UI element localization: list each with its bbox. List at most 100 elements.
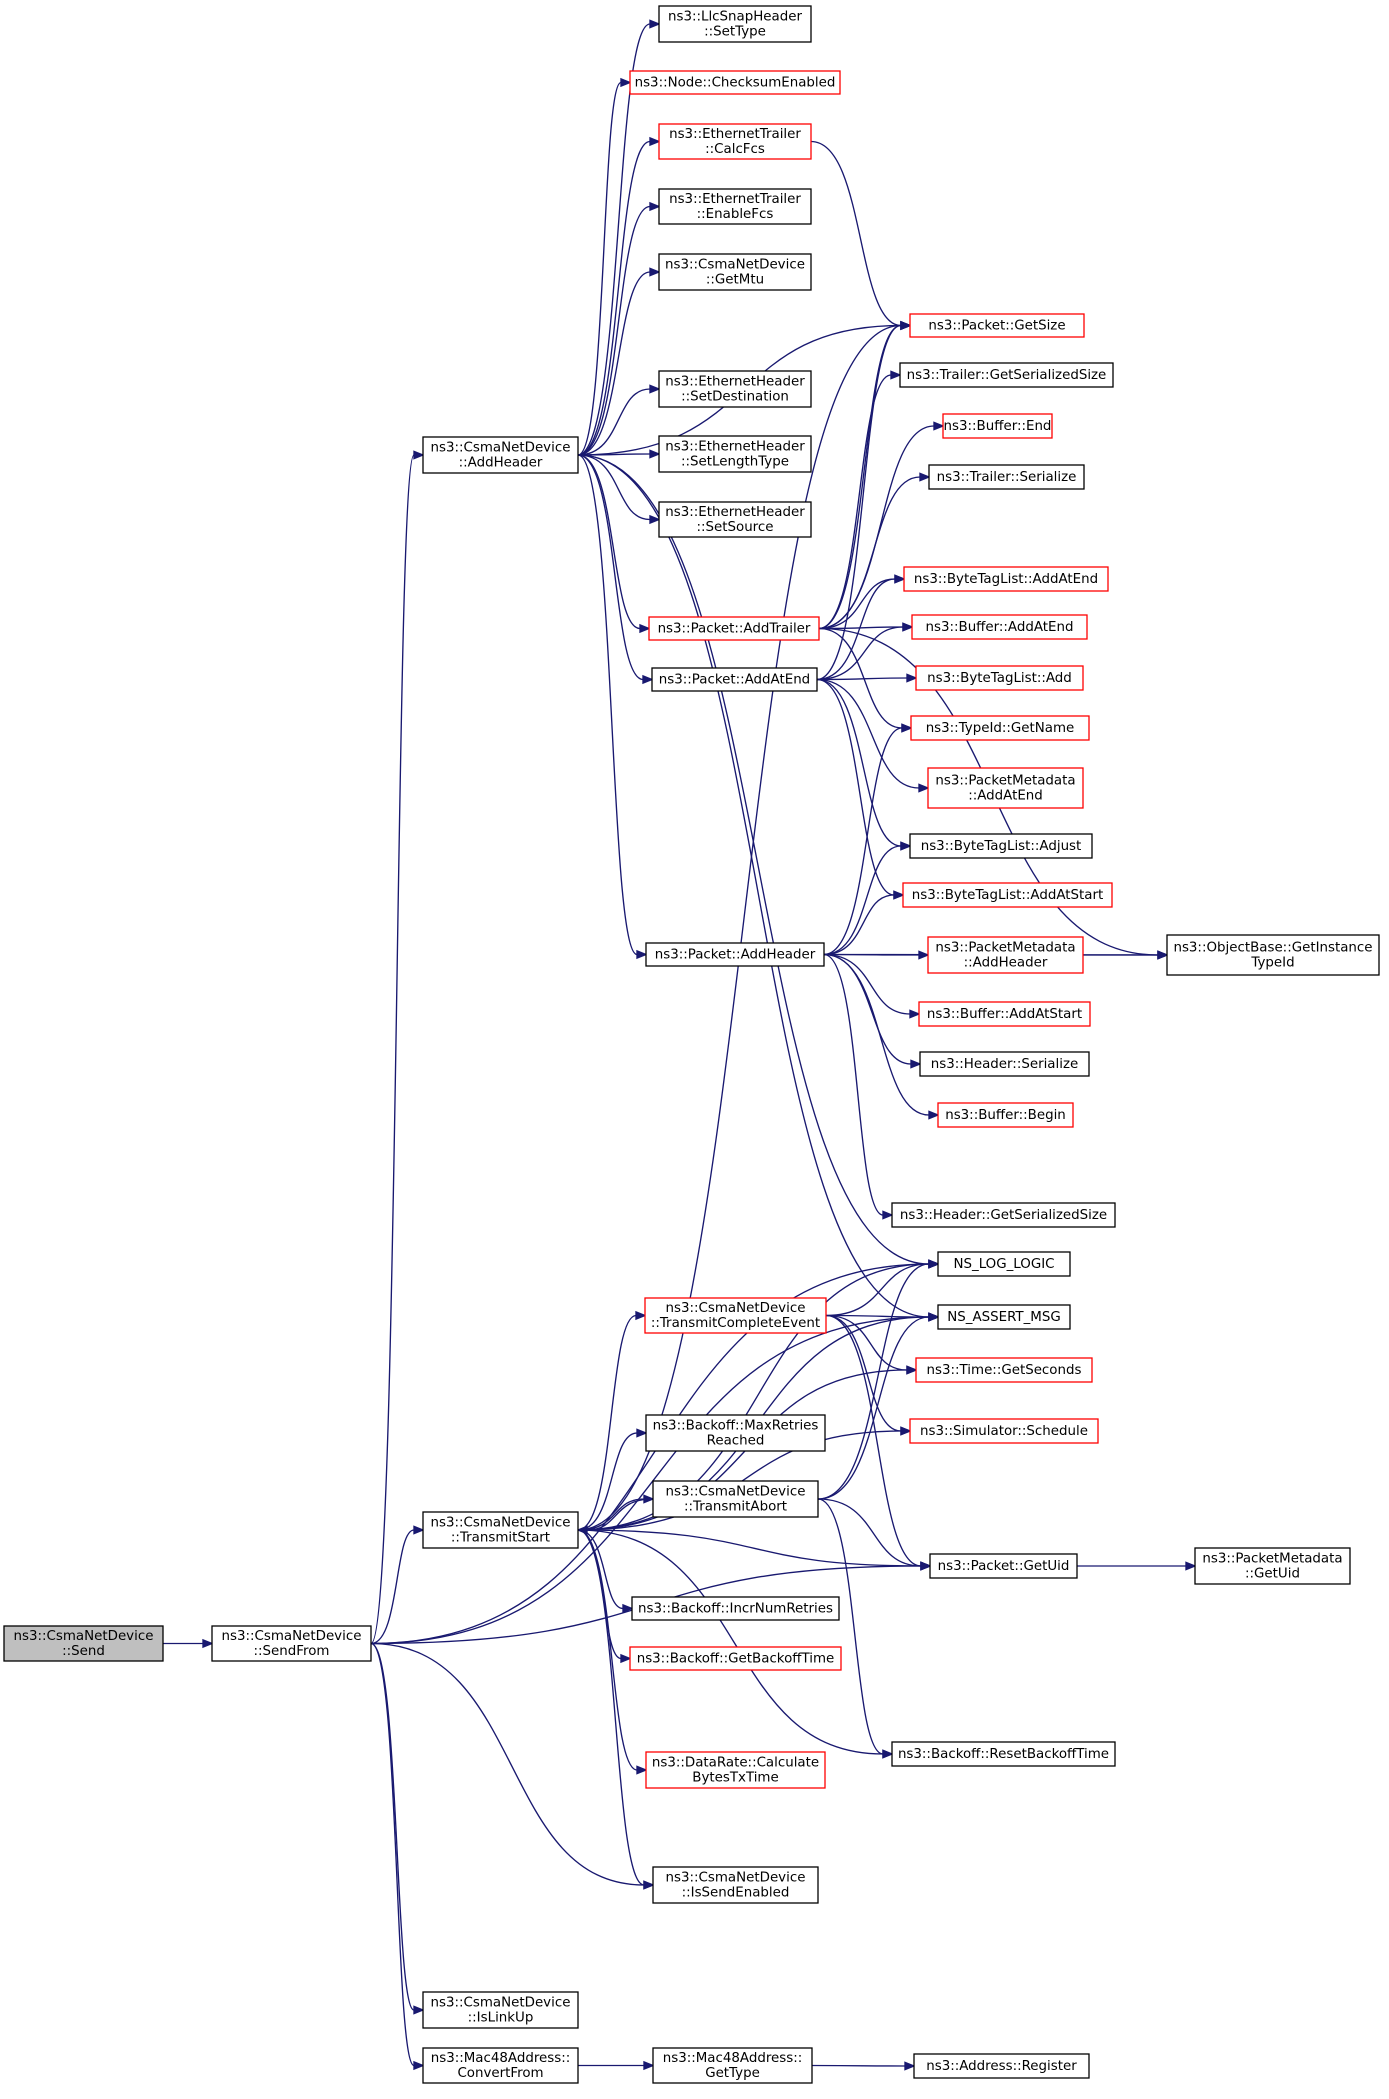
call-edge-txabort-to-getuid [817,1498,932,1571]
node-label-line: ns3::Backoff::MaxRetries [653,1419,819,1434]
node-addtrailer[interactable]: ns3::Packet::AddTrailer [648,616,820,641]
arrowhead-icon [928,1312,940,1322]
node-label-line: ::TransmitStart [451,1531,550,1546]
edge-line [577,324,902,1531]
node-getseconds[interactable]: ns3::Time::GetSeconds [915,1357,1093,1383]
arrowhead-icon [918,783,930,793]
node-label-line: GetType [705,2066,760,2081]
node-incr[interactable]: ns3::Backoff::IncrNumRetries [631,1596,840,1621]
edge-line [825,1314,902,1432]
call-edge-getuid-to-pm_getuid [1076,1561,1197,1571]
call-edge-addatend-to-buf_addatend [816,622,914,681]
node-sendfrom[interactable]: ns3::CsmaNetDevice::SendFrom [211,1625,372,1662]
node-addrregister[interactable]: ns3::Address::Register [913,2053,1090,2079]
node-label-line: NS_ASSERT_MSG [947,1310,1060,1325]
call-edge-transmitstart-to-maxretries [577,1428,648,1531]
edge-line [817,1498,922,1567]
edge-line [825,1314,930,1318]
node-label-line: ns3::ByteTagList::Adjust [921,839,1082,854]
node-box [651,667,818,692]
node-label-line: ::AddHeader [964,956,1048,971]
node-setlen[interactable]: ns3::EthernetHeader::SetLengthType [658,435,812,473]
node-pktaddheader[interactable]: ns3::Packet::AddHeader [645,942,825,967]
edge-line [818,374,892,630]
node-btl_add[interactable]: ns3::ByteTagList::Add [915,665,1084,691]
node-box [910,715,1090,741]
call-edge-macgettype-to-addrregister [811,2061,916,2071]
node-islinkup[interactable]: ns3::CsmaNetDevice::IsLinkUp [422,1991,579,2029]
node-resetbackoff[interactable]: ns3::Backoff::ResetBackoffTime [891,1741,1116,1767]
node-addheader_dev[interactable]: ns3::CsmaNetDevice::AddHeader [422,436,579,474]
node-setsrc[interactable]: ns3::EthernetHeader::SetSource [658,501,812,538]
node-box [631,1596,840,1621]
edge-line [816,324,902,681]
node-llcsettype[interactable]: ns3::LlcSnapHeader::SetType [658,5,812,43]
node-buf_addatend[interactable]: ns3::Buffer::AddAtEnd [911,614,1088,640]
call-edge-pktaddheader-to-btl_adjust [823,841,912,956]
node-box [909,833,1093,859]
call-edge-transmitstart-to-resetbackoff [577,1529,894,1759]
node-btl_addatstart[interactable]: ns3::ByteTagList::AddAtStart [902,882,1113,908]
node-enablefcs[interactable]: ns3::EthernetTrailer::EnableFcs [658,188,812,225]
node-box [422,1511,579,1549]
node-box [658,123,812,160]
node-label-line: ns3::CsmaNetDevice [222,1629,362,1644]
node-btl_addatend[interactable]: ns3::ByteTagList::AddAtEnd [903,566,1109,592]
call-edge-addtrailer-to-trailerser [818,472,931,630]
node-box [919,1051,1090,1077]
node-bufend[interactable]: ns3::Buffer::End [942,413,1053,439]
node-trailerser_size[interactable]: ns3::Trailer::GetSerializedSize [899,362,1114,388]
node-getuid[interactable]: ns3::Packet::GetUid [929,1553,1078,1579]
node-checksum[interactable]: ns3::Node::ChecksumEnabled [629,70,841,95]
arrowhead-icon [622,1603,634,1614]
node-txabort[interactable]: ns3::CsmaNetDevice::TransmitAbort [652,1480,819,1518]
call-edge-addtrailer-to-trailerser_size [818,370,902,630]
node-label-line: ::CalcFcs [705,142,765,157]
node-trailerser[interactable]: ns3::Trailer::Serialize [928,464,1085,490]
node-issendenabled[interactable]: ns3::CsmaNetDevice::IsSendEnabled [652,1866,819,1904]
node-calcfcs[interactable]: ns3::EthernetTrailer::CalcFcs [658,123,812,160]
edge-line [577,1498,645,1531]
node-btl_adjust[interactable]: ns3::ByteTagList::Adjust [909,833,1093,859]
node-label-line: ns3::Mac48Address:: [663,2051,803,2066]
edge-line [577,388,651,456]
node-transmitstart[interactable]: ns3::CsmaNetDevice::TransmitStart [422,1511,579,1549]
node-label-line: ns3::LlcSnapHeader [668,10,802,25]
node-buf_addatstart[interactable]: ns3::Buffer::AddAtStart [918,1001,1091,1027]
node-hdr_sersize[interactable]: ns3::Header::GetSerializedSize [891,1202,1116,1228]
node-box [652,2047,813,2084]
edge-line [577,454,651,521]
edge-line [577,454,641,630]
node-box [658,435,812,473]
node-label-line: ::IsLinkUp [468,2011,534,2026]
node-getbackoff[interactable]: ns3::Backoff::GetBackoffTime [629,1646,842,1671]
node-getsize[interactable]: ns3::Packet::GetSize [909,313,1085,338]
node-label-line: ::GetMtu [706,273,764,288]
call-edge-pm_addheader-to-objbase [1083,950,1169,960]
arrowhead-icon [642,674,654,685]
node-hdr_ser[interactable]: ns3::Header::Serialize [919,1051,1090,1077]
node-nsassert[interactable]: NS_ASSERT_MSG [937,1304,1071,1330]
node-box [928,464,1085,490]
edge-line [577,1263,930,1531]
node-schedule[interactable]: ns3::Simulator::Schedule [909,1418,1099,1444]
node-typeid_getname[interactable]: ns3::TypeId::GetName [910,715,1090,741]
node-box [891,1741,1116,1767]
node-nslog[interactable]: NS_LOG_LOGIC [937,1251,1071,1277]
node-pm_addheader[interactable]: ns3::PacketMetadata::AddHeader [927,936,1084,974]
node-box [927,936,1084,974]
node-pm_getuid[interactable]: ns3::PacketMetadata::GetUid [1194,1547,1351,1585]
node-getmtu[interactable]: ns3::CsmaNetDevice::GetMtu [658,253,812,291]
node-pm_addatend[interactable]: ns3::PacketMetadata::AddAtEnd [927,767,1084,809]
call-edge-transmitstart-to-getsize [577,320,912,1531]
edge-line [811,2064,906,2067]
node-txcomplete[interactable]: ns3::CsmaNetDevice::TransmitCompleteEven… [644,1297,827,1334]
node-addatend[interactable]: ns3::Packet::AddAtEnd [651,667,818,692]
node-convertfrom[interactable]: ns3::Mac48Address::ConvertFrom [422,2047,579,2084]
node-buf_begin[interactable]: ns3::Buffer::Begin [937,1102,1074,1128]
node-macgettype[interactable]: ns3::Mac48Address::GetType [652,2047,813,2084]
node-setdest[interactable]: ns3::EthernetHeader::SetDestination [658,370,812,408]
